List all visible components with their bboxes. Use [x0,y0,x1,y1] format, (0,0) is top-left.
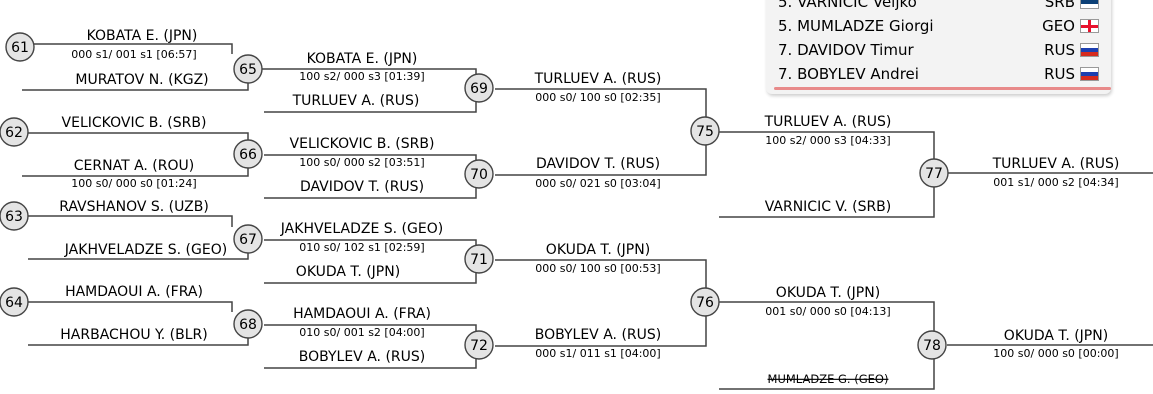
bout-score: 000 s1/ 011 s1 [04:00] [535,347,660,360]
standings-row: 5. MUMLADZE Giorgi GEO [778,14,1105,38]
bout-number: 72 [470,338,488,354]
bout-score: 100 s2/ 000 s3 [01:39] [299,70,424,83]
standings-row: 7. BOBYLEV Andrei RUS [778,62,1105,86]
competitor-name: MURATOV N. (KGZ) [75,72,208,88]
competitor-name: TURLUEV A. (RUS) [764,114,892,130]
bout-score: 010 s0/ 102 s1 [02:59] [299,241,424,254]
competitor-name: TURLUEV A. (RUS) [992,156,1120,172]
competitor-name: HAMDAOUI A. (FRA) [65,284,203,300]
competitor-name: HAMDAOUI A. (FRA) [293,306,431,322]
standings-name: 5. MUMLADZE Giorgi [778,17,934,35]
bout-number-circle [233,224,263,254]
bout-number-circle [464,73,494,103]
bout-score: 001 s0/ 000 s0 [04:13] [765,305,890,318]
country-code: GEO [1042,17,1075,35]
bout-number-circle [690,287,720,317]
bout-number: 75 [696,124,714,140]
country-code: RUS [1044,41,1075,59]
bout-number-circle [0,201,29,231]
standings-name: 5. VARNICIC Veljko [778,0,917,11]
competitor-name: KOBATA E. (JPN) [87,28,198,44]
competitor-name: OKUDA T. (JPN) [296,264,400,280]
standings-name: 7. DAVIDOV Timur [778,41,914,59]
competitor-name: JAKHVELADZE S. (GEO) [280,221,443,237]
bout-number-circle [690,116,720,146]
bout-number: 71 [470,252,488,268]
competitor-name: VELICKOVIC B. (SRB) [290,136,435,152]
standings-row: 5. VARNICIC Veljko SRB [778,0,1105,14]
bout-number: 65 [239,62,257,78]
competitor-name: BOBYLEV A. (RUS) [299,349,425,365]
bout-number: 64 [5,295,23,311]
bout-number-circle [233,309,263,339]
bout-number-circle [464,330,494,360]
bout-number-circle [0,117,29,147]
bout-number-circle [5,32,35,62]
georgia-flag-icon [1080,19,1099,33]
competitor-name: RAVSHANOV S. (UZB) [59,199,209,215]
bout-number: 66 [239,147,257,163]
competitor-name: OKUDA T. (JPN) [546,242,650,258]
competitor-name: DAVIDOV T. (RUS) [536,156,660,172]
competitor-name-withdrawn: MUMLADZE G. (GEO) [768,372,889,386]
bout-score: 100 s0/ 000 s0 [01:24] [71,177,196,190]
standings-row: 7. DAVIDOV Timur RUS [778,38,1105,62]
bout-number: 63 [5,209,23,225]
bout-number-circle [233,54,263,84]
bout-number: 76 [696,295,714,311]
bout-score: 000 s0/ 021 s0 [03:04] [535,177,660,190]
bout-score: 000 s1/ 001 s1 [06:57] [71,48,196,61]
bout-number-circle [917,330,947,360]
competitor-name: HARBACHOU Y. (BLR) [60,327,207,343]
bout-number: 70 [470,167,488,183]
competitor-name: OKUDA T. (JPN) [1004,328,1108,344]
bout-number-circle [233,139,263,169]
competitor-name: OKUDA T. (JPN) [776,285,880,301]
bout-number-circle [464,244,494,274]
bout-number-circle [0,287,29,317]
bout-number: 61 [11,40,29,56]
competitor-name: VELICKOVIC B. (SRB) [62,115,207,131]
bout-number: 68 [239,317,257,333]
bout-score: 010 s0/ 001 s2 [04:00] [299,326,424,339]
competitor-name: KOBATA E. (JPN) [307,51,418,67]
competitor-name: BOBYLEV A. (RUS) [535,327,661,343]
russia-flag-icon [1080,67,1099,81]
bout-number: 69 [470,81,488,97]
country-code: RUS [1044,65,1075,83]
competitor-name: CERNAT A. (ROU) [74,158,194,174]
competitor-name: VARNICIC V. (SRB) [765,199,892,215]
bout-number-circle [464,159,494,189]
standings-panel: 5. VARNICIC Veljko SRB 5. MUMLADZE Giorg… [766,0,1111,94]
bout-score: 000 s0/ 100 s0 [00:53] [535,262,660,275]
bout-score: 001 s1/ 000 s2 [04:34] [993,176,1118,189]
bout-number: 78 [923,338,941,354]
country-code: SRB [1044,0,1075,11]
standings-accent-bar [774,87,1111,90]
bracket-lines [22,43,1153,390]
bout-number: 62 [5,125,23,141]
russia-flag-icon [1080,43,1099,57]
bout-number: 77 [925,166,943,182]
bout-score: 100 s0/ 000 s2 [03:51] [299,156,424,169]
competitor-name: TURLUEV A. (RUS) [292,93,420,109]
bout-number: 67 [239,232,257,248]
competitor-name: DAVIDOV T. (RUS) [300,179,424,195]
competitor-name: JAKHVELADZE S. (GEO) [64,242,227,258]
competitor-name: TURLUEV A. (RUS) [534,71,662,87]
bout-number-circle [919,158,949,188]
serbia-flag-icon [1080,0,1099,9]
bout-score: 100 s0/ 000 s0 [00:00] [993,347,1118,360]
standings-name: 7. BOBYLEV Andrei [778,65,919,83]
bout-score: 000 s0/ 100 s0 [02:35] [535,91,660,104]
bout-score: 100 s2/ 000 s3 [04:33] [765,134,890,147]
